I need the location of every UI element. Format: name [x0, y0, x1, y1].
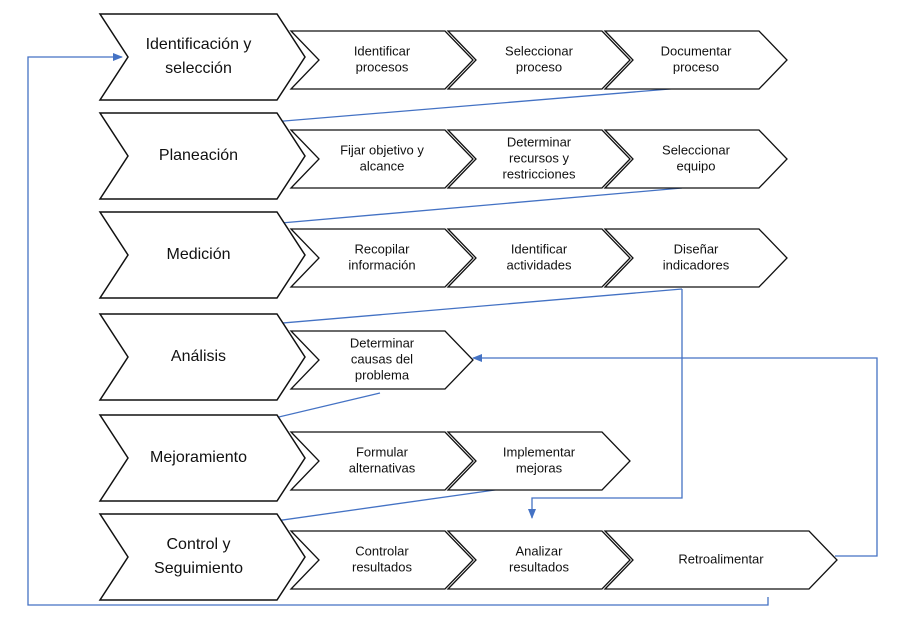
connector-feedback-to-analisis	[472, 354, 878, 557]
step-chevron-5-1-label-line: alternativas	[349, 460, 416, 475]
stage-chevron-2-label-line: Planeación	[159, 147, 238, 164]
step-chevron-2-3-shape	[603, 129, 788, 189]
step-chevron-2-3-label-line: equipo	[676, 158, 715, 173]
step-chevron-3-1-shape	[289, 228, 474, 288]
step-chevron-3-2-label-line: actividades	[506, 257, 572, 272]
stage-chevron-1-shape	[98, 13, 306, 101]
stage-chevron-5-shape	[98, 414, 306, 502]
stage-chevron-1-label-line: selección	[165, 60, 232, 77]
stage-chevron-2-shape	[98, 112, 306, 200]
step-chevron-2-2-label-line: recursos y	[509, 150, 569, 165]
stage-chevron-1: Identificación y selección	[98, 13, 306, 101]
step-chevron-1-1-label-line: Identificar	[354, 43, 411, 58]
step-chevron-3-2-shape	[446, 228, 631, 288]
step-chevron-6-1-shape	[289, 530, 474, 590]
stage-chevron-6-label-line: Seguimiento	[154, 560, 243, 577]
step-chevron-3-3-shape	[603, 228, 788, 288]
stage-chevron-3-label-line: Medición	[166, 246, 230, 263]
step-chevron-1-2-shape	[446, 30, 631, 90]
step-chevron-3-2-label-line: Identificar	[511, 241, 568, 256]
step-chevron-1-3-label-line: proceso	[673, 59, 719, 74]
step-chevron-3-1-label-line: información	[348, 257, 415, 272]
step-chevron-1-2-label-line: Seleccionar	[505, 43, 574, 58]
stage-chevron-4-shape	[98, 313, 306, 401]
step-chevron-2-2-shape	[446, 129, 631, 189]
step-chevron-6-2-shape	[446, 530, 631, 590]
step-chevron-5-2-label-line: Implementar	[503, 444, 576, 459]
stage-chevron-6-shape	[98, 513, 306, 601]
connector-indicadores-to-analizar	[528, 289, 683, 519]
connector-row2-to-row3	[223, 187, 683, 232]
connector-row1-to-row2	[223, 87, 683, 130]
step-chevron-4-1-label-line: problema	[355, 367, 410, 382]
connector-layer	[27, 53, 878, 606]
step-chevron-3-1-label-line: Recopilar	[355, 241, 411, 256]
stage-chevron-2: Planeación	[98, 112, 306, 200]
stage-chevron-3-shape	[98, 211, 306, 299]
step-chevron-1-1-label-line: procesos	[356, 59, 409, 74]
step-chevron-1-2-label-line: proceso	[516, 59, 562, 74]
step-chevron-6-2-label-line: Analizar	[516, 543, 564, 558]
step-chevron-2-1-label-line: Fijar objetivo y	[340, 142, 424, 157]
connector-loop-to-start	[27, 53, 769, 606]
step-chevron-2-2-label-line: restricciones	[503, 166, 576, 181]
step-chevron-5-1-shape	[289, 431, 474, 491]
step-chevron-2-2-label-line: Determinar	[507, 134, 572, 149]
step-chevron-3-3-label-line: Diseñar	[674, 241, 719, 256]
step-chevron-6-3-shape	[603, 530, 838, 590]
step-chevron-5-2-label-line: mejoras	[516, 460, 563, 475]
step-chevron-4-1-label-line: Determinar	[350, 335, 415, 350]
connector-row3-to-row4	[223, 288, 683, 332]
step-chevron-2-1-label-line: alcance	[360, 158, 405, 173]
step-chevron-4-1-shape	[289, 330, 474, 390]
step-chevron-6-2-label-line: resultados	[509, 559, 569, 574]
step-chevron-6-3-label-line: Retroalimentar	[678, 551, 764, 566]
step-chevron-5-1-label-line: Formular	[356, 444, 409, 459]
step-chevron-2-3-label-line: Seleccionar	[662, 142, 731, 157]
stage-chevron-4: Análisis	[98, 313, 306, 401]
step-chevron-2-1-shape	[289, 129, 474, 189]
step-chevron-1-1-shape	[289, 30, 474, 90]
step-chevron-3-3-label-line: indicadores	[663, 257, 730, 272]
stage-chevron-6-label-line: Control y	[166, 536, 230, 553]
step-chevron-6-1-label-line: Controlar	[355, 543, 409, 558]
step-chevron-1-3-shape	[603, 30, 788, 90]
step-chevron-6-1-label-line: resultados	[352, 559, 412, 574]
step-chevron-4-1-label-line: causas del	[351, 351, 413, 366]
stage-chevron-5: Mejoramiento	[98, 414, 306, 502]
chevron-layer: Identificación yselecciónIdentificarproc…	[98, 13, 838, 601]
step-chevron-1-3-label-line: Documentar	[661, 43, 732, 58]
stage-chevron-5-label-line: Mejoramiento	[150, 449, 247, 466]
stage-chevron-1-label-line: Identificación y	[146, 36, 252, 53]
step-chevron-5-2-shape	[446, 431, 631, 491]
stage-chevron-6: Control y Seguimiento	[98, 513, 306, 601]
step-chevron-6-3: Retroalimentar	[603, 530, 838, 590]
stage-chevron-3: Medición	[98, 211, 306, 299]
stage-chevron-4-label-line: Análisis	[171, 348, 226, 365]
